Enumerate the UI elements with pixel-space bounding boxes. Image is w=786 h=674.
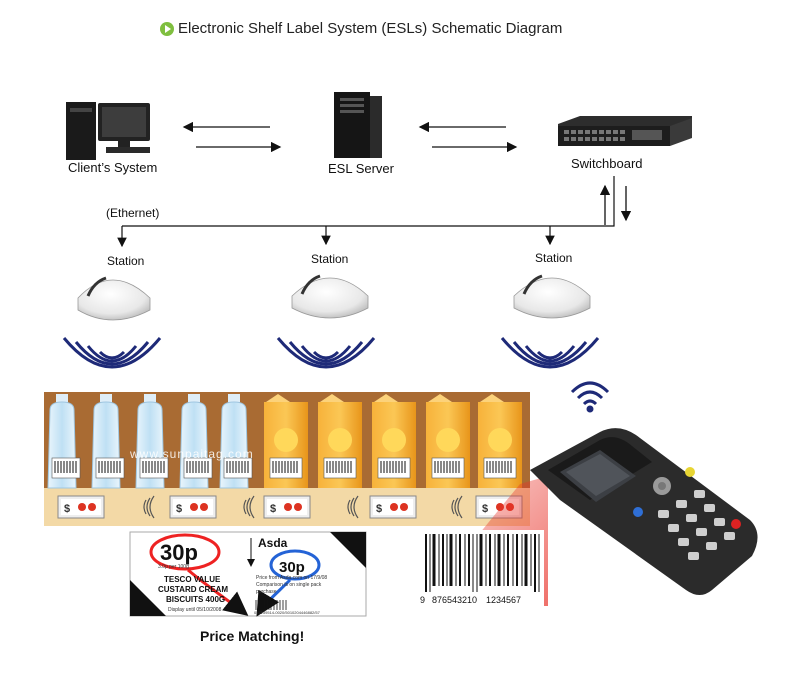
label-barcode-digits: 057159514-0020/5010204446882/57 [254,610,321,615]
barcode-digit-mid: 876543210 [432,595,477,605]
esl-tag-dollar-4: $ [376,503,382,515]
client-system-label: Client’s System [68,160,158,175]
compare-text-3: purchase [256,589,277,595]
station-icon-3 [513,274,591,319]
client-computer-icon [66,102,150,160]
display-until: Display until 05/10/2008 [168,607,222,613]
compare-text-1: Price from Asda.com on 17/9/08 [256,575,327,581]
price-label-card [129,531,367,617]
product-line-1: TESCO VALUE [164,575,221,584]
esl-server-label: ESL Server [328,161,394,176]
play-bullet-icon [160,21,174,36]
wireless-waves-3 [500,337,600,369]
barcode-digit-right: 1234567 [486,595,521,605]
product-line-3: BISCUITS 400G [166,595,225,604]
store-name: Asda [258,536,288,550]
wireless-waves-1 [62,337,162,369]
handheld-scanner-icon [530,428,758,595]
page-title: Electronic Shelf Label System (ESLs) Sch… [160,20,562,37]
esl-tag-dollar-3: $ [270,503,276,515]
product-line-2: CUSTARD CREAM [158,585,228,594]
big-price: 30p [160,540,198,565]
esl-tags [57,495,523,519]
scanner-wifi-icon [570,381,610,413]
esl-tag-dollar-1: $ [64,503,70,515]
station-label-3: Station [535,251,573,265]
switchboard-label: Switchboard [571,156,643,171]
watermark-text: www.sunpaitag.com [130,447,254,461]
station-label-1: Station [107,254,145,268]
price-matching-caption: Price Matching! [200,628,305,644]
small-price: 30p [279,559,305,576]
station-icon-2 [291,274,369,319]
compare-text-2: Comparison is on single pack [256,582,322,588]
switchboard-icon [558,116,692,146]
large-barcode [420,530,544,608]
esl-server-icon [334,92,382,158]
price-unit: 3.0p per 100g [158,564,189,570]
ethernet-bus [117,176,615,248]
esl-tag-dollar-2: $ [176,503,182,515]
product-barcodes [51,457,517,479]
title-text: Electronic Shelf Label System (ESLs) Sch… [178,20,563,37]
barcode-digit-left: 9 [420,595,425,605]
barcode-stripes [54,461,512,473]
esl-tag-dollar-5: $ [482,503,488,515]
ethernet-label: (Ethernet) [106,206,160,220]
station-label-2: Station [311,252,349,266]
station-icon-1 [77,276,151,321]
wireless-waves-2 [276,337,376,369]
small-wireless-marks [143,495,463,519]
